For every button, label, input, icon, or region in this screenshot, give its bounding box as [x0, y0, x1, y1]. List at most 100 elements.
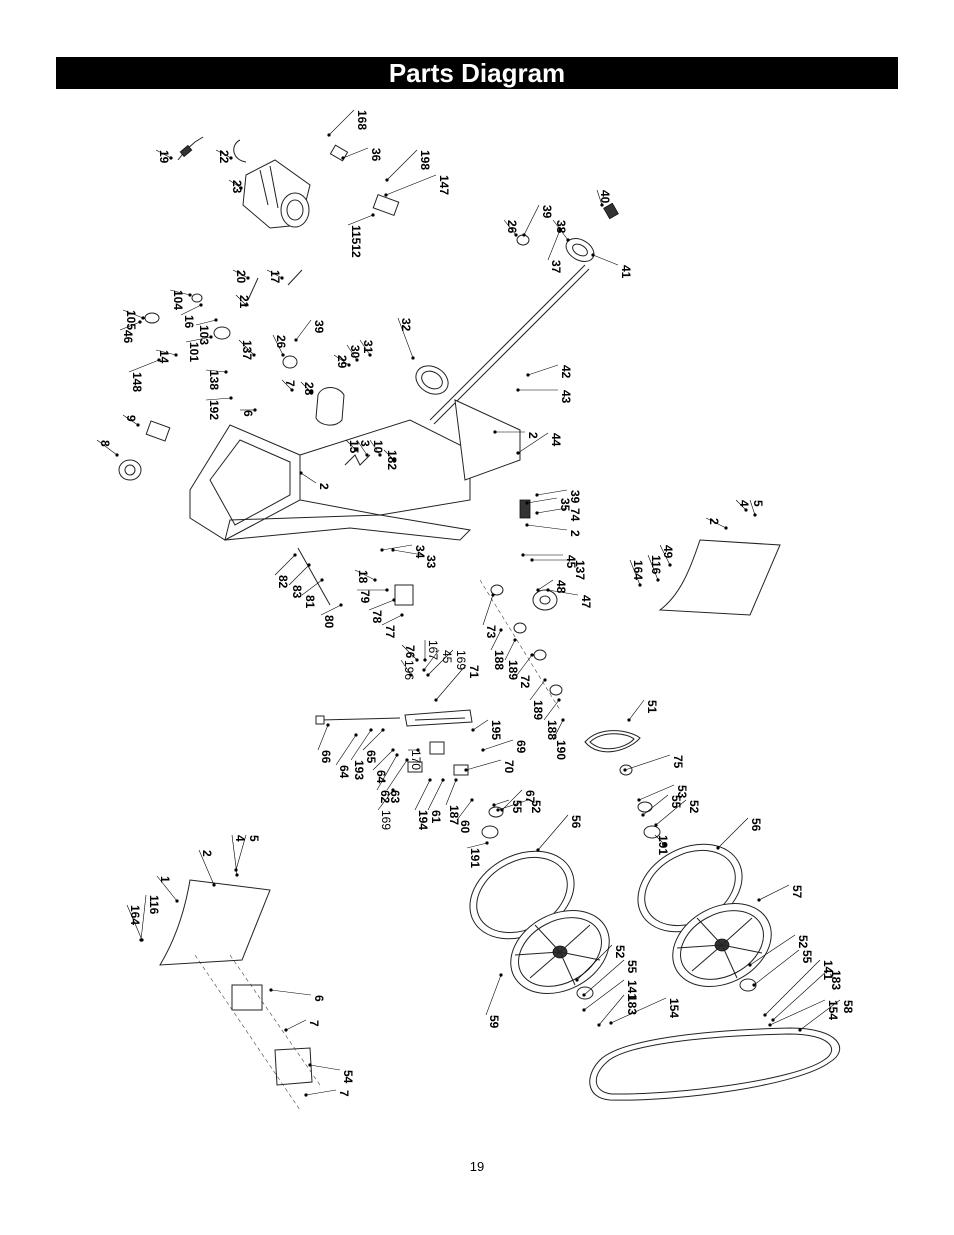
part-callout-label: 69 — [514, 740, 528, 754]
part-callout-label: 79 — [358, 590, 372, 604]
cable-part — [233, 139, 247, 163]
part-callout-label: 76 — [403, 645, 417, 659]
callout-leader — [346, 344, 358, 361]
callout-dot — [290, 388, 294, 392]
callout-dot — [668, 563, 672, 567]
callout-leader — [764, 959, 821, 1016]
callout-dot — [307, 563, 311, 567]
callout-dot — [214, 318, 218, 322]
callout-leader — [342, 147, 369, 159]
callout-dot — [354, 448, 358, 452]
callout-dot — [384, 193, 388, 197]
callout-dot — [499, 628, 503, 632]
part-callout-label: 116 — [649, 555, 663, 575]
callout-dot — [392, 598, 396, 602]
callout-leader — [266, 269, 283, 279]
motor-part — [242, 159, 311, 229]
upper-wheel-part — [672, 903, 772, 987]
callout-leader — [537, 814, 569, 851]
callout-leader — [445, 779, 457, 806]
callout-leader — [377, 789, 394, 811]
callout-leader — [482, 739, 514, 751]
callout-dot — [434, 698, 438, 702]
part-callout-label: 1 — [158, 876, 172, 883]
callout-leader — [300, 381, 312, 393]
callout-dot — [464, 768, 468, 772]
part-callout-label: 78 — [370, 610, 384, 624]
callout-leader — [497, 799, 529, 811]
callout-leader — [383, 449, 395, 461]
part-callout-label: 21 — [237, 295, 251, 309]
callout-leader — [185, 336, 212, 343]
callout-dot — [246, 276, 250, 280]
callout-dot — [354, 733, 358, 737]
callout-leader — [235, 834, 247, 871]
callout-dot — [514, 233, 518, 237]
callout-leader — [270, 989, 312, 996]
callout-leader — [369, 439, 381, 456]
washer-part — [488, 806, 504, 818]
part-callout-label: 195 — [489, 720, 503, 740]
callout-dot — [327, 133, 331, 137]
cap-part — [144, 312, 160, 324]
pulley-part — [118, 459, 142, 481]
callout-leader — [126, 904, 143, 941]
stop-part — [519, 499, 531, 519]
callout-dot — [391, 748, 395, 752]
callout-dot — [212, 883, 216, 887]
part-callout-label: 36 — [369, 148, 383, 162]
callout-leader — [381, 544, 413, 551]
callout-leader — [490, 629, 502, 651]
callout-leader — [576, 944, 613, 981]
callout-dot — [280, 276, 284, 280]
callout-dot — [600, 203, 604, 207]
part-callout-label: 7 — [307, 1020, 321, 1027]
callout-leader — [300, 472, 317, 484]
callout-leader — [356, 439, 368, 456]
part-callout-label: 37 — [549, 260, 563, 274]
callout-leader — [333, 354, 350, 366]
callout-leader — [547, 229, 561, 261]
callout-dot — [609, 1021, 613, 1025]
callout-dot — [391, 788, 395, 792]
callout-dot — [753, 513, 757, 517]
part-callout-label: 169 — [454, 650, 468, 670]
callout-leader — [195, 319, 217, 326]
callout-dot — [582, 993, 586, 997]
callout-dot — [441, 778, 445, 782]
callout-leader — [372, 749, 394, 771]
part-callout-label: 6 — [241, 410, 255, 417]
callout-dot — [496, 808, 500, 812]
part-callout-label: 3 — [358, 440, 372, 447]
callout-dot — [597, 1023, 601, 1027]
part-callout-label: 39 — [540, 205, 554, 219]
callout-dot — [763, 1013, 767, 1017]
callout-dot — [582, 1008, 586, 1012]
part-callout-label: 147 — [437, 175, 451, 195]
part-callout-label: 44 — [549, 433, 563, 447]
part-callout-label: 59 — [487, 1015, 501, 1029]
part-callout-label: 38 — [554, 220, 568, 234]
callout-dot — [235, 873, 239, 877]
callout-dot — [339, 603, 343, 607]
part-callout-label: 5 — [247, 835, 261, 842]
callout-leader — [122, 309, 144, 319]
ring-part — [565, 238, 595, 262]
part-callout-label: 187 — [447, 805, 461, 825]
part-callout-label: 182 — [385, 450, 399, 470]
callout-dot — [654, 823, 658, 827]
callout-leader — [205, 397, 232, 401]
part-callout-label: 22 — [217, 150, 231, 164]
callout-dot — [535, 493, 539, 497]
part-callout-label: 10 — [371, 440, 385, 454]
part-callout-label: 137 — [573, 560, 587, 580]
part-callout-label: 83 — [290, 585, 304, 599]
part-callout-label: 116 — [147, 895, 161, 915]
part-callout-label: 168 — [355, 110, 369, 130]
callout-dot — [411, 356, 415, 360]
callout-leader — [749, 934, 796, 966]
callout-dot — [493, 430, 497, 434]
callout-dot — [530, 558, 534, 562]
part-callout-label: 28 — [302, 382, 316, 396]
